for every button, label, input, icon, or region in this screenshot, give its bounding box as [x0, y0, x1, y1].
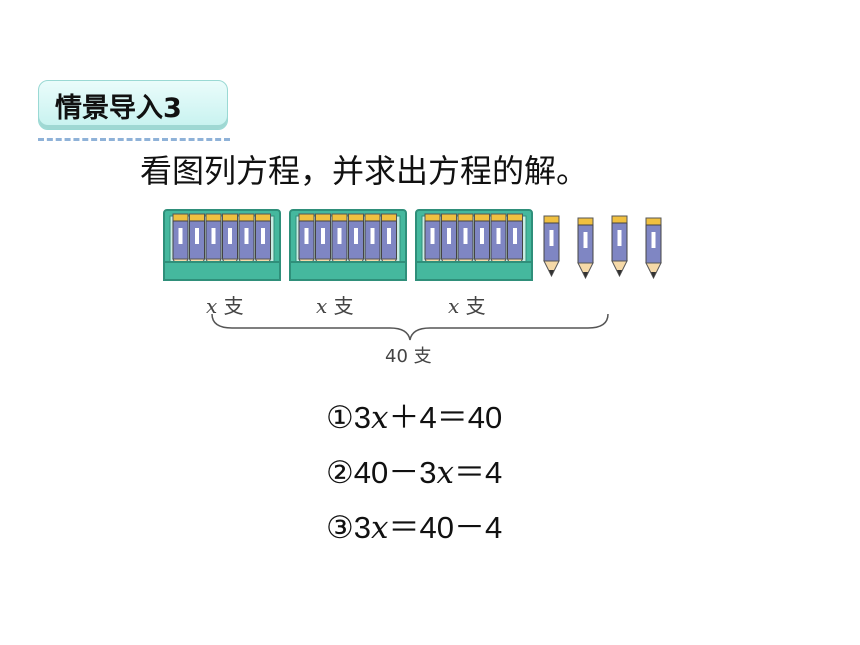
- section-badge-text: 情景导入3: [55, 92, 182, 124]
- total-brace: [211, 313, 609, 341]
- total-label: 40 支: [385, 346, 432, 367]
- loose-pencil: [577, 217, 594, 280]
- pencil-illustration: [163, 209, 662, 281]
- equation-2: ②40－3x＝4: [326, 455, 503, 491]
- equation-1: ①3x＋4＝40: [326, 400, 503, 436]
- loose-pencil: [645, 217, 662, 280]
- section-badge: 情景导入3: [38, 80, 228, 130]
- loose-pencil: [543, 215, 560, 278]
- equation-3: ③3x＝40－4: [326, 510, 503, 546]
- box-label-2: x 支: [316, 294, 354, 318]
- loose-pencil: [611, 215, 628, 278]
- instruction-text: 看图列方程，并求出方程的解。: [140, 152, 589, 190]
- box-label-3: x 支: [448, 294, 486, 318]
- badge-divider: [38, 138, 230, 141]
- box-label-1: x 支: [206, 294, 244, 318]
